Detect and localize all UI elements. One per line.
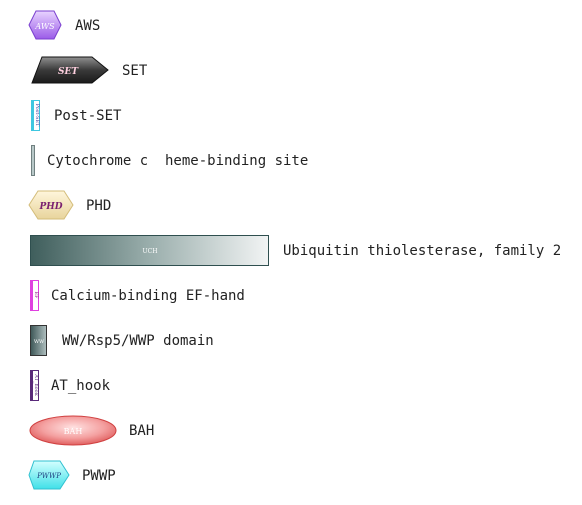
legend-label-bah: BAH — [129, 423, 155, 439]
legend-row-phd: PHD PHD — [0, 186, 582, 226]
legend-row-cytochrome: Cytochrome c heme-binding site — [0, 141, 582, 181]
legend-label-at-hook: AT_hook — [51, 378, 111, 394]
svg-text:AWS: AWS — [34, 22, 55, 31]
svg-text:EF: EF — [33, 291, 39, 299]
legend-row-at-hook: AT_hook AT_hook — [0, 366, 582, 406]
bah-domain-icon: BAH — [29, 415, 117, 446]
phd-domain-icon: PHD — [28, 190, 74, 220]
ubiquitin-thiolesterase-icon: UCH — [30, 235, 269, 266]
legend-row-bah: BAH BAH — [0, 411, 582, 451]
heme-binding-site-icon — [31, 145, 35, 176]
legend-row-pwwp: PWWP PWWP — [0, 456, 582, 496]
legend-row-ww: WW WW/Rsp5/WWP domain — [0, 321, 582, 361]
svg-text:AT_hook: AT_hook — [33, 373, 39, 396]
pwwp-domain-icon: PWWP — [28, 460, 70, 490]
svg-text:BAH: BAH — [64, 427, 83, 436]
aws-domain-icon: AWS — [28, 10, 62, 40]
svg-text:UCH: UCH — [143, 248, 158, 255]
ww-domain-icon: WW — [30, 325, 47, 356]
legend-row-ubiquitin: UCH Ubiquitin thiolesterase, family 2 — [0, 231, 582, 271]
legend-row-ef-hand: EF Calcium-binding EF-hand — [0, 276, 582, 316]
legend-row-post-set: Post-SET Post-SET — [0, 96, 582, 136]
svg-text:PWWP: PWWP — [36, 472, 61, 480]
svg-text:WW: WW — [34, 339, 45, 345]
svg-text:PHD: PHD — [38, 202, 62, 212]
legend-label-set: SET — [122, 63, 148, 79]
legend-label-phd: PHD — [86, 198, 112, 214]
at-hook-domain-icon: AT_hook — [30, 370, 39, 401]
svg-text:SET: SET — [58, 67, 79, 77]
svg-text:Post-SET: Post-SET — [34, 104, 40, 128]
set-domain-icon: SET — [31, 56, 109, 84]
legend-row-set: SET SET — [0, 51, 582, 91]
ef-hand-domain-icon: EF — [30, 280, 39, 311]
legend-label-ubiquitin: Ubiquitin thiolesterase, family 2 — [283, 243, 562, 259]
legend-label-ef-hand: Calcium-binding EF-hand — [51, 288, 245, 304]
post-set-domain-icon: Post-SET — [31, 100, 40, 131]
legend-row-aws: AWS AWS — [0, 6, 582, 46]
legend-label-post-set: Post-SET — [54, 108, 122, 124]
legend-label-cytochrome: Cytochrome c heme-binding site — [47, 153, 309, 169]
legend-label-aws: AWS — [75, 18, 101, 34]
legend-label-ww: WW/Rsp5/WWP domain — [62, 333, 214, 349]
legend-label-pwwp: PWWP — [82, 468, 116, 484]
